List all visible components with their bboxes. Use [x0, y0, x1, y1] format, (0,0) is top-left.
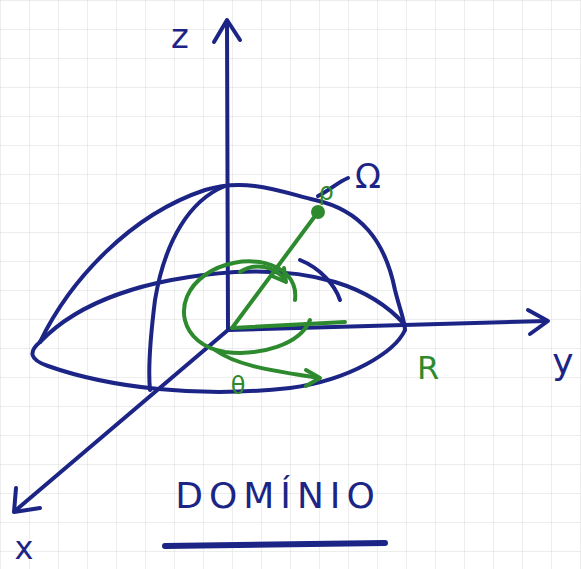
inner-arc [300, 260, 340, 300]
radius-line [232, 322, 345, 328]
meridian [149, 186, 225, 390]
x-arrowhead [14, 488, 40, 512]
dome-outline [40, 185, 405, 342]
base-front [32, 330, 405, 392]
z-arrowhead [214, 20, 240, 42]
variable-label: ρ [318, 180, 333, 204]
rho-line [232, 212, 318, 328]
y-arrowhead [528, 310, 548, 334]
z-axis [227, 22, 228, 330]
axis-label: z [171, 19, 189, 53]
theta-circle [184, 261, 310, 352]
y-axis [228, 321, 546, 330]
caption: DOMÍNIO [175, 478, 381, 514]
variable-label: θ [231, 374, 246, 398]
theta-arrow [215, 350, 318, 378]
base-back [40, 271, 405, 342]
caption-underline [165, 543, 385, 546]
circle-arrowhead [272, 268, 286, 282]
region-label: Ω [355, 159, 381, 193]
axis-label: x [15, 532, 34, 564]
radius-label: R [417, 352, 439, 384]
point [313, 207, 323, 217]
theta-arrowhead [306, 370, 320, 386]
axis-label: y [552, 344, 573, 380]
